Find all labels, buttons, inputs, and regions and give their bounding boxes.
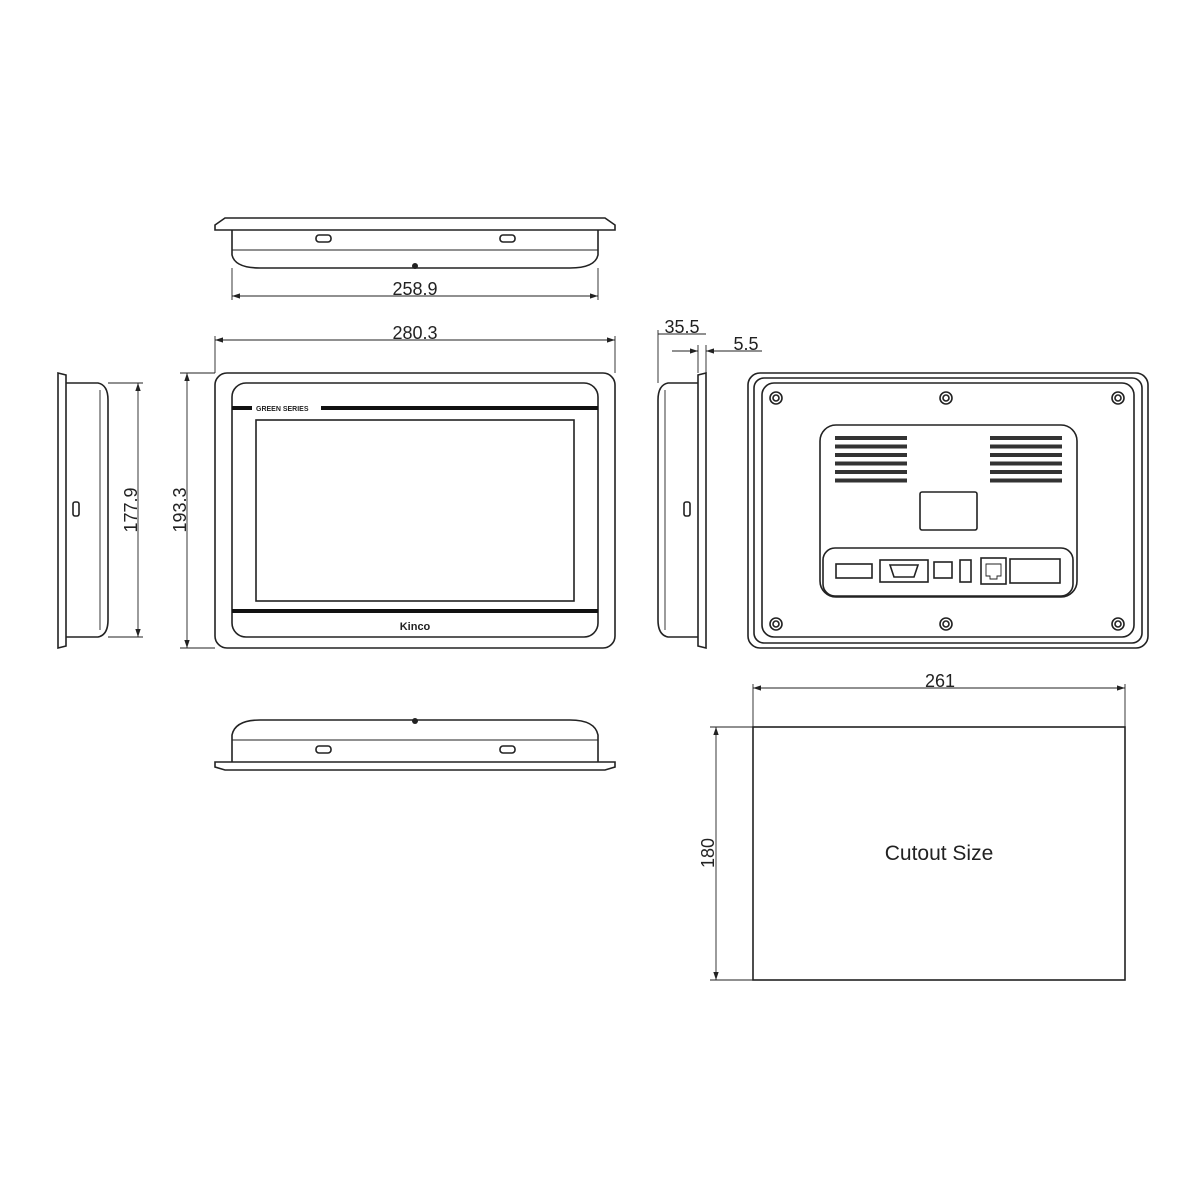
- vent-slot: [990, 453, 1062, 457]
- dimension-label-cutout-height: 180: [698, 838, 718, 868]
- cutout-rect: [752, 726, 1126, 981]
- vent-slot: [990, 470, 1062, 474]
- vent-slot: [835, 453, 907, 457]
- vent-slot: [990, 436, 1062, 440]
- vent-slots: [835, 436, 1062, 483]
- ethernet-port: [980, 557, 1007, 585]
- bottom-view: [214, 718, 616, 771]
- top-slot-right: [499, 234, 516, 243]
- label-area: [919, 491, 978, 531]
- cutout-label: Cutout Size: [885, 842, 994, 865]
- vent-slot: [990, 478, 1062, 483]
- top-view: 258.9: [214, 217, 616, 300]
- rear-housing: [819, 424, 1078, 598]
- back-view: [747, 372, 1149, 649]
- screw-icon: [939, 617, 953, 631]
- usb-device-port: [933, 561, 953, 579]
- left-side-view: 177.9: [57, 371, 143, 650]
- screw-icon: [1111, 617, 1125, 631]
- dimension-label-cutout-width: 261: [925, 671, 955, 691]
- vent-slot: [835, 436, 907, 440]
- bezel-inner: [231, 382, 599, 638]
- dimension-label-depth: 35.5: [664, 317, 699, 337]
- vent-slot: [835, 461, 907, 466]
- dimension-label-top-width: 258.9: [392, 279, 437, 299]
- dimension-label-front-height: 193.3: [170, 487, 190, 532]
- screw-icon: [1111, 391, 1125, 405]
- series-label: GREEN SERIES: [256, 406, 309, 413]
- top-slot-left: [315, 234, 332, 243]
- port-panel: [822, 547, 1074, 597]
- screw-icon: [769, 617, 783, 631]
- screw-icon: [769, 391, 783, 405]
- front-view: 280.3 193.3 GREEN SERIES Kinco: [170, 323, 616, 649]
- display-screen: [255, 419, 575, 602]
- screw-icon: [939, 391, 953, 405]
- expansion-port: [1009, 558, 1061, 584]
- dimension-label-front-width: 280.3: [392, 323, 437, 343]
- power-terminal: [835, 563, 873, 579]
- usb-host-port: [959, 559, 972, 583]
- serial-port: [879, 559, 929, 583]
- right-side-view: 35.5 5.5: [657, 317, 762, 650]
- bezel-outer: [214, 372, 616, 649]
- vent-slot: [990, 444, 1062, 449]
- vent-slot: [835, 470, 907, 474]
- brand-logo: Kinco: [400, 621, 431, 633]
- cutout-diagram: 261 180 Cutout Size: [698, 671, 1126, 981]
- vent-slot: [990, 461, 1062, 466]
- vent-slot: [835, 444, 907, 449]
- vent-slot: [835, 478, 907, 483]
- dimension-label-side-height: 177.9: [121, 487, 141, 532]
- dimension-label-flange: 5.5: [733, 334, 758, 354]
